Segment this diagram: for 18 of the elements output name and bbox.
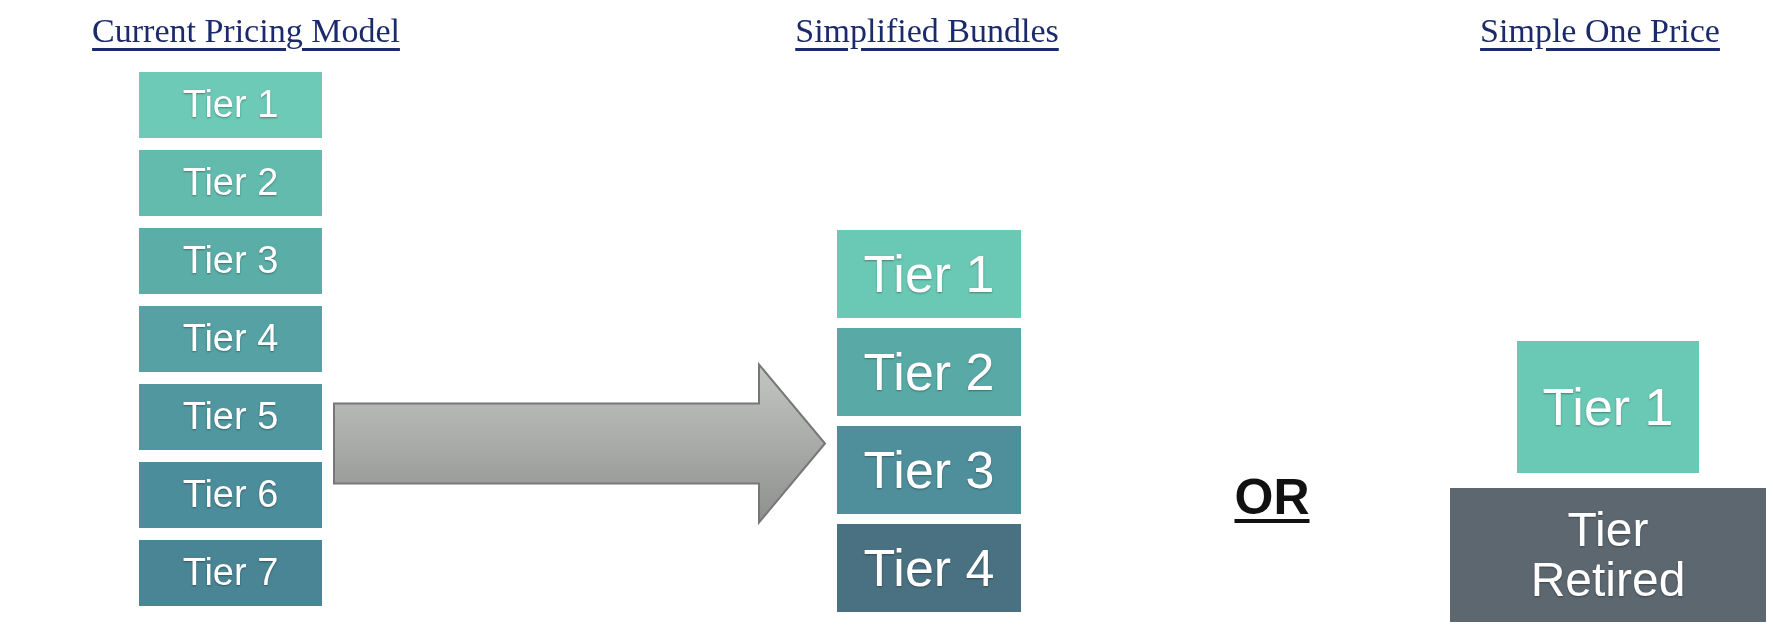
column-heading: Simple One Price bbox=[1480, 12, 1720, 50]
tier-box: Tier 2 bbox=[837, 328, 1021, 416]
tier-box: Tier 2 bbox=[139, 150, 322, 216]
tier-box: Tier 3 bbox=[837, 426, 1021, 514]
tier-box: Tier 5 bbox=[139, 384, 322, 450]
tier-box: Tier 4 bbox=[837, 524, 1021, 612]
column-heading: Current Pricing Model bbox=[92, 12, 400, 50]
tier-box: Tier 3 bbox=[139, 228, 322, 294]
or-label: OR bbox=[1234, 468, 1310, 526]
column-heading: Simplified Bundles bbox=[795, 12, 1059, 50]
tier-box: Tier Retired bbox=[1450, 488, 1766, 622]
tier-box: Tier 7 bbox=[139, 540, 322, 606]
tier-box: Tier 6 bbox=[139, 462, 322, 528]
block-arrow bbox=[333, 361, 827, 526]
tier-box: Tier 1 bbox=[1517, 341, 1699, 473]
tier-box: Tier 4 bbox=[139, 306, 322, 372]
tier-box: Tier 1 bbox=[139, 72, 322, 138]
tier-box: Tier 1 bbox=[837, 230, 1021, 318]
